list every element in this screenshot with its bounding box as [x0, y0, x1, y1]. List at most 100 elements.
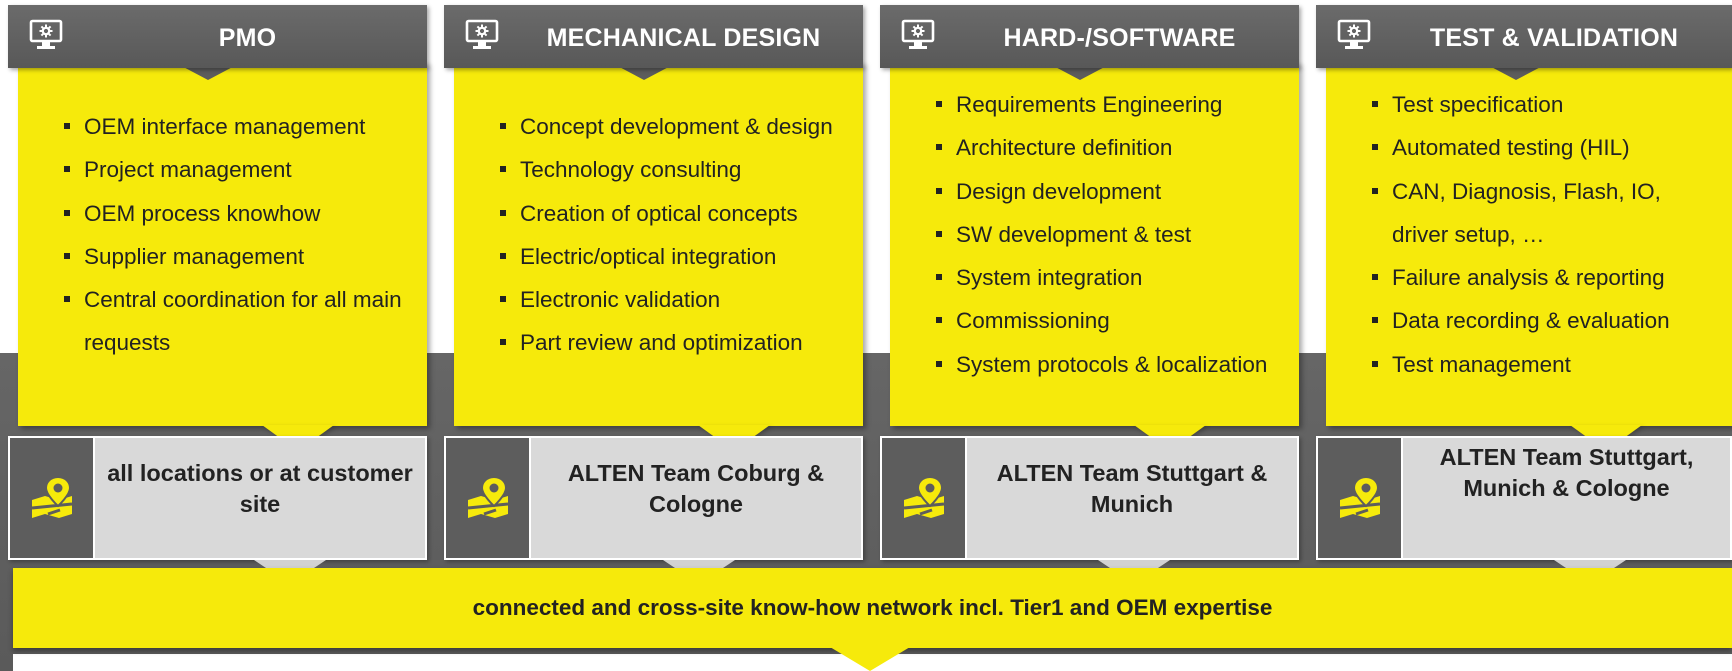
test-task-box: Test specification Automated testing (HI…	[1326, 62, 1732, 426]
test-validation-header: TEST & VALIDATION	[1316, 5, 1732, 68]
test-task-list: Test specification Automated testing (HI…	[1370, 83, 1726, 386]
list-item: System integration	[934, 256, 1293, 299]
hardsoftware-location: ALTEN Team Stuttgart & Munich	[880, 436, 1299, 560]
bullet-icon	[1372, 187, 1378, 194]
list-item-text: Supplier management	[84, 243, 305, 269]
location-icon-cell	[446, 438, 529, 558]
list-item-continuation: driver setup, …	[1370, 213, 1726, 256]
bullet-icon	[64, 166, 70, 173]
location-label: all locations or at customer site	[107, 460, 413, 517]
bullet-icon	[64, 296, 70, 303]
column-title: TEST & VALIDATION	[1429, 24, 1679, 52]
list-item: Commissioning	[934, 299, 1293, 342]
list-item-text: Project management	[84, 157, 292, 183]
list-item-text: System protocols & localization	[956, 351, 1268, 377]
bullet-icon	[936, 230, 942, 237]
location-text-cell: ALTEN Team Stuttgart & Munich	[967, 438, 1297, 558]
mechanical-design-header: MECHANICAL DESIGN	[444, 5, 863, 68]
pmo-location: all locations or at customer site	[8, 436, 427, 560]
list-item-text: CAN, Diagnosis, Flash, IO,	[1392, 178, 1661, 204]
list-item: Concept development & design	[498, 105, 857, 148]
list-item-text: Part review and optimization	[520, 330, 803, 356]
pmo-header: PMO	[8, 5, 427, 68]
list-item: Creation of optical concepts	[498, 192, 857, 235]
hard-software-header: HARD-/SOFTWARE	[880, 5, 1299, 68]
list-item: Architecture definition	[934, 126, 1293, 169]
bullet-icon	[500, 123, 506, 129]
map-pin-icon	[467, 475, 509, 518]
column-hard-software: Requirements Engineering Architecture de…	[872, 0, 1299, 584]
list-item-text: Electric/optical integration	[520, 243, 777, 269]
bullet-icon	[936, 360, 942, 367]
location-label: ALTEN Team Coburg & Cologne	[567, 460, 825, 517]
bullet-icon	[64, 209, 70, 216]
location-icon-cell	[882, 438, 965, 558]
bullet-icon	[500, 252, 506, 259]
list-item: Part review and optimization	[498, 321, 857, 364]
list-item-text: Failure analysis & reporting	[1392, 265, 1665, 291]
list-item-text: Architecture definition	[956, 135, 1173, 161]
pmo-task-list: OEM interface management Project managem…	[62, 105, 421, 365]
list-item-text: OEM process knowhow	[84, 200, 321, 226]
bullet-icon	[500, 339, 506, 346]
location-icon-cell	[1318, 438, 1401, 558]
bullet-icon	[1372, 144, 1378, 151]
bullet-icon	[936, 317, 942, 324]
monitor-gear-icon	[1337, 19, 1371, 49]
map-pin-icon	[31, 475, 73, 518]
column-pmo: OEM interface management Project managem…	[0, 0, 427, 584]
list-item: System protocols & localization	[934, 343, 1293, 386]
monitor-gear-icon	[29, 19, 63, 49]
bullet-icon	[1372, 274, 1378, 281]
mechanical-task-box: Concept development & design Technology …	[454, 62, 863, 426]
test-location: ALTEN Team Stuttgart, Munich & Cologne	[1316, 436, 1732, 560]
network-pointer	[830, 647, 910, 671]
column-title: MECHANICAL DESIGN	[546, 24, 821, 52]
list-item: Test management	[1370, 343, 1726, 386]
list-item-text: Data recording & evaluation	[1392, 308, 1670, 334]
list-item: Central coordination for all main	[62, 278, 421, 321]
list-item: OEM process knowhow	[62, 192, 421, 235]
monitor-gear-icon	[901, 19, 935, 49]
location-text-cell: ALTEN Team Stuttgart, Munich & Cologne	[1403, 438, 1730, 558]
map-pin-icon	[1339, 475, 1381, 518]
list-item: Electric/optical integration	[498, 235, 857, 278]
list-item-text: driver setup, …	[1392, 221, 1545, 247]
list-item-text: Requirements Engineering	[956, 92, 1223, 117]
monitor-gear-icon	[465, 19, 499, 49]
list-item-text: Test specification	[1392, 92, 1564, 117]
list-item: Design development	[934, 170, 1293, 213]
bullet-icon	[500, 166, 506, 173]
list-item-continuation: requests	[62, 321, 421, 364]
list-item-text: Technology consulting	[520, 157, 742, 183]
list-item: Electronic validation	[498, 278, 857, 321]
list-item-text: requests	[84, 330, 171, 356]
bullet-icon	[64, 123, 70, 129]
list-item-text: Design development	[956, 178, 1162, 204]
bullet-icon	[936, 144, 942, 151]
hardsoftware-task-box: Requirements Engineering Architecture de…	[890, 62, 1299, 426]
bullet-icon	[1372, 101, 1378, 107]
list-item: OEM interface management	[62, 105, 421, 148]
map-pin-icon	[903, 475, 945, 518]
bullet-icon	[64, 252, 70, 259]
list-item-text: OEM interface management	[84, 114, 366, 139]
list-item: CAN, Diagnosis, Flash, IO,	[1370, 170, 1726, 213]
mechanical-task-list: Concept development & design Technology …	[498, 105, 857, 365]
list-item-text: Electronic validation	[520, 287, 721, 313]
column-test-validation: Test specification Automated testing (HI…	[1308, 0, 1732, 584]
list-item-text: Creation of optical concepts	[520, 200, 798, 226]
list-item: Project management	[62, 148, 421, 191]
list-item-text: Concept development & design	[520, 114, 833, 139]
column-mechanical-design: Concept development & design Technology …	[436, 0, 863, 584]
list-item: Technology consulting	[498, 148, 857, 191]
bullet-icon	[936, 101, 942, 107]
list-item-text: Commissioning	[956, 308, 1110, 334]
bullet-icon	[500, 209, 506, 216]
list-item-text: Central coordination for all main	[84, 287, 402, 313]
bullet-icon	[936, 274, 942, 281]
location-icon-cell	[10, 438, 93, 558]
network-banner: connected and cross-site know-how networ…	[13, 568, 1732, 648]
list-item: Data recording & evaluation	[1370, 299, 1726, 342]
